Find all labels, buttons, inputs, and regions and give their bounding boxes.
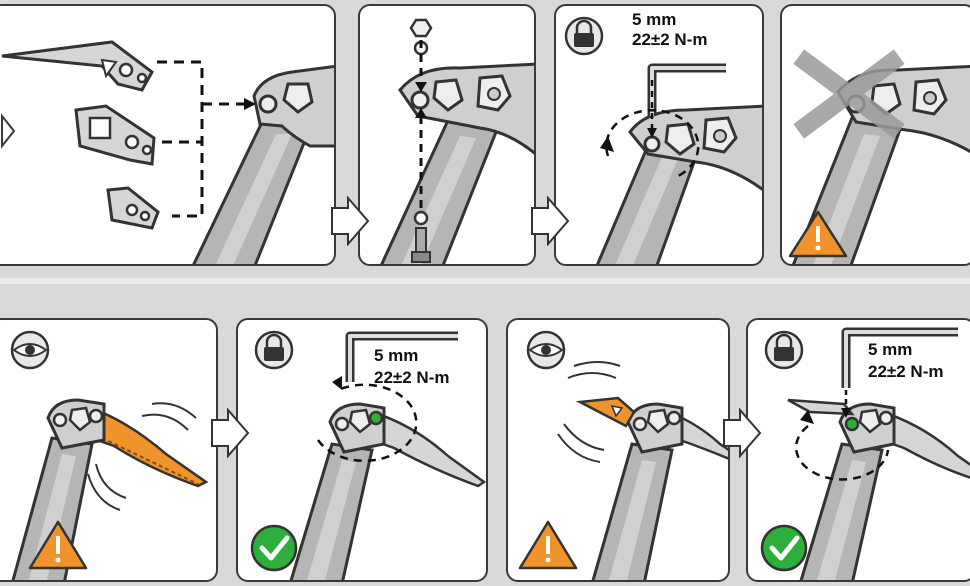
step-panel-4 xyxy=(780,4,970,266)
eye-icon xyxy=(10,330,50,370)
cross-icon xyxy=(793,49,905,139)
check-icon xyxy=(760,524,808,572)
step-panel-3: 5 mm 22±2 N-m xyxy=(554,4,764,266)
next-arrow xyxy=(531,196,570,246)
step-4-illustration xyxy=(788,49,970,264)
row-divider xyxy=(0,268,970,294)
step-1-illustration xyxy=(1,40,334,264)
warning-icon xyxy=(788,210,848,258)
next-arrow xyxy=(723,408,762,458)
check-icon xyxy=(250,524,298,572)
step-panel-1 xyxy=(0,4,336,266)
step-panel-7 xyxy=(506,318,730,582)
step-6-illustration xyxy=(250,330,486,580)
next-arrow xyxy=(331,196,370,246)
step-panel-8: 5 mm 22±2 N-m xyxy=(746,318,970,582)
step-8-illustration xyxy=(760,327,970,580)
warning-icon xyxy=(518,520,578,570)
step-2-illustration xyxy=(380,18,534,264)
hex-key-size-label: 5 mm xyxy=(374,346,419,365)
warning-icon xyxy=(28,520,88,570)
step-3-illustration xyxy=(564,16,762,264)
hex-key-size-label: 5 mm xyxy=(868,340,913,359)
next-arrow xyxy=(211,408,250,458)
torque-label: 22±2 N-m xyxy=(868,362,944,381)
eye-icon xyxy=(526,330,566,370)
torque-label: 22±2 N-m xyxy=(374,368,450,387)
step-7-illustration xyxy=(518,330,728,580)
hex-key-size-label: 5 mm xyxy=(632,10,677,29)
step-panel-6: 5 mm 22±2 N-m xyxy=(236,318,488,582)
step-panel-5 xyxy=(0,318,218,582)
step-panel-2 xyxy=(358,4,536,266)
lock-icon xyxy=(254,330,294,370)
step-5-illustration xyxy=(10,330,209,580)
lock-icon xyxy=(764,330,804,370)
lock-icon xyxy=(564,16,604,56)
torque-label: 22±2 N-m xyxy=(632,30,708,49)
